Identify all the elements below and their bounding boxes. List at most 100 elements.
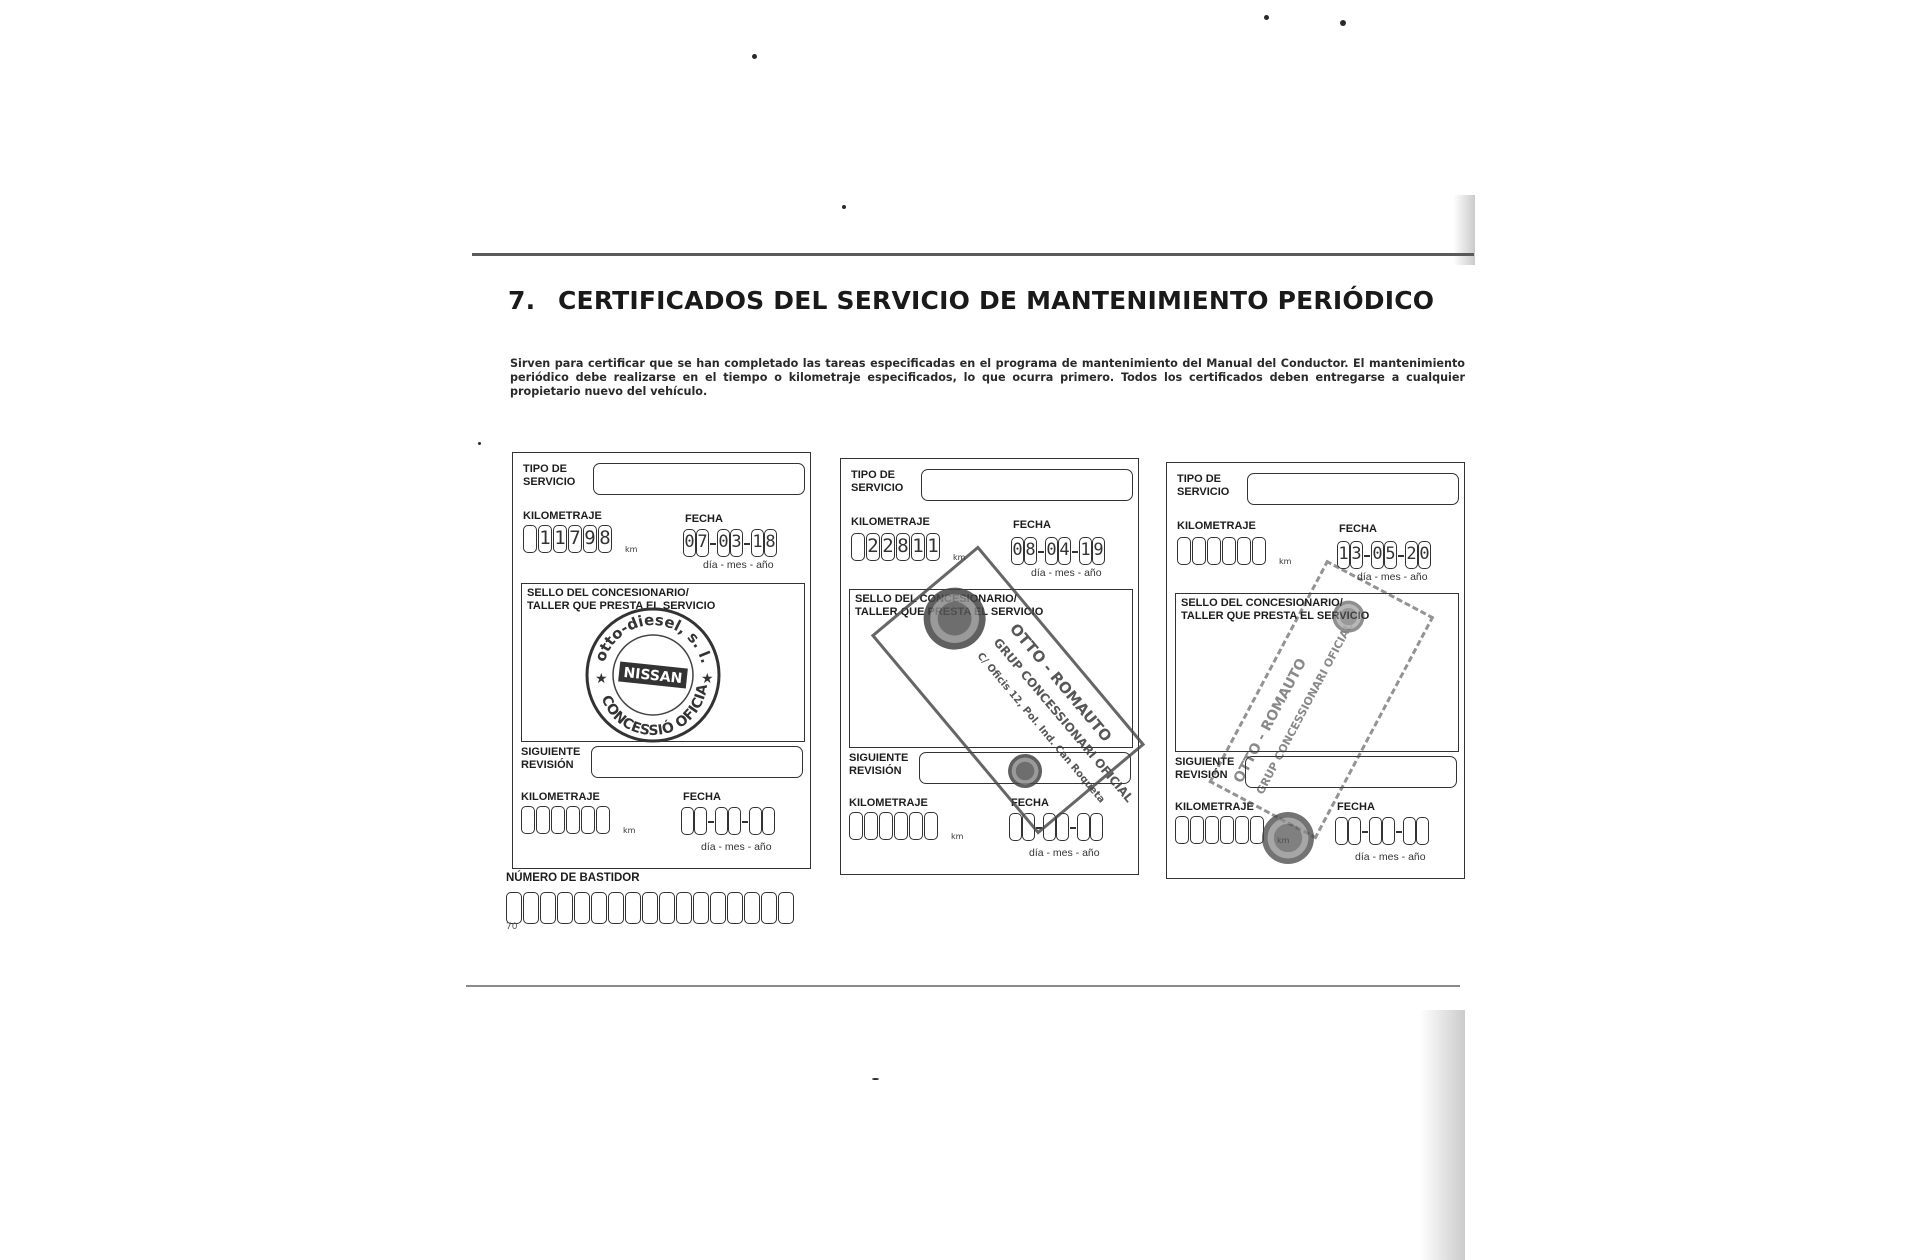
date-digit — [762, 807, 775, 835]
kilometraje-label: KILOMETRAJE — [849, 797, 928, 809]
km-unit: km — [951, 832, 964, 841]
km-digit — [581, 806, 595, 834]
km-digit: 8 — [896, 533, 910, 561]
date-digit: 2 — [1405, 541, 1418, 569]
kilometraje-label: KILOMETRAJE — [523, 510, 602, 522]
dia-mes-ano-caption: día - mes - año — [1357, 571, 1428, 583]
next-fecha-boxes[interactable] — [1009, 813, 1035, 841]
tipo-servicio-field[interactable] — [1247, 473, 1459, 505]
date-separator — [708, 821, 714, 823]
next-fecha-boxes[interactable] — [1369, 817, 1395, 845]
svg-text:otto-diesel, s. l.: otto-diesel, s. l. — [591, 611, 715, 665]
date-digit — [1369, 817, 1382, 845]
date-digit: 0 — [1418, 541, 1431, 569]
date-digit: 0 — [1045, 537, 1058, 565]
sello-label: SELLO DEL CONCESIONARIO/ TALLER QUE PRES… — [527, 587, 716, 612]
vin-digit — [557, 892, 573, 924]
km-digit — [849, 812, 863, 840]
tipo-servicio-field[interactable] — [593, 463, 805, 495]
vin-digit — [744, 892, 760, 924]
tipo-servicio-label: TIPO DE SERVICIO — [523, 463, 576, 488]
intro-paragraph: Sirven para certificar que se han comple… — [510, 357, 1465, 398]
km-digit — [1205, 816, 1219, 844]
stamp-logo-icon — [1262, 812, 1314, 864]
vin-digit — [761, 892, 777, 924]
date-digit: 3 — [730, 529, 743, 557]
kilometraje-digit-boxes[interactable] — [1177, 537, 1266, 565]
next-fecha-boxes[interactable] — [1335, 817, 1361, 845]
numero-bastidor-boxes[interactable] — [506, 892, 794, 924]
siguiente-revision-field[interactable] — [1245, 756, 1457, 788]
vin-digit — [693, 892, 709, 924]
date-digit: 0 — [1011, 537, 1024, 565]
next-fecha-boxes[interactable] — [1403, 817, 1429, 845]
scan-speck — [872, 1078, 879, 1080]
next-kilometraje-digit-boxes[interactable] — [521, 806, 610, 834]
fecha-label: FECHA — [685, 513, 723, 525]
scan-speck — [478, 442, 481, 445]
km-digit — [551, 806, 565, 834]
kilometraje-digit-boxes[interactable]: 2 2 8 1 1 — [851, 533, 940, 561]
dia-mes-ano-caption: día - mes - año — [701, 841, 772, 853]
tipo-servicio-label: TIPO DE SERVICIO — [1177, 473, 1230, 498]
date-digit — [1056, 813, 1069, 841]
km-digit — [521, 806, 535, 834]
vin-digit — [625, 892, 641, 924]
next-fecha-boxes[interactable] — [681, 807, 707, 835]
km-digit — [1237, 537, 1251, 565]
next-kilometraje-digit-boxes[interactable] — [849, 812, 938, 840]
fecha-label: FECHA — [1337, 801, 1375, 813]
scan-speck — [842, 205, 846, 209]
next-fecha-boxes[interactable] — [1077, 813, 1103, 841]
date-digit — [681, 807, 694, 835]
next-fecha-boxes[interactable] — [1043, 813, 1069, 841]
next-fecha-boxes[interactable] — [749, 807, 775, 835]
date-digit — [1077, 813, 1090, 841]
date-digit — [728, 807, 741, 835]
dia-mes-ano-caption: día - mes - año — [1031, 567, 1102, 579]
km-digit — [1177, 537, 1191, 565]
km-digit — [909, 812, 923, 840]
numero-bastidor-label: NÚMERO DE BASTIDOR — [506, 872, 640, 884]
date-digit — [1043, 813, 1056, 841]
date-digit: 1 — [1079, 537, 1092, 565]
date-digit: 8 — [1024, 537, 1037, 565]
fecha-label: FECHA — [1011, 797, 1049, 809]
scan-speck — [752, 54, 757, 59]
siguiente-revision-field[interactable] — [591, 746, 803, 778]
bottom-rule — [466, 985, 1460, 987]
dia-mes-ano-caption: día - mes - año — [1355, 851, 1426, 863]
date-digit: 0 — [717, 529, 730, 557]
vin-digit — [574, 892, 590, 924]
next-fecha-boxes[interactable] — [715, 807, 741, 835]
fecha-label: FECHA — [1339, 523, 1377, 535]
svg-text:★: ★ — [595, 671, 608, 687]
km-digit — [1207, 537, 1221, 565]
date-separator — [1396, 831, 1402, 833]
next-kilometraje-digit-boxes[interactable] — [1175, 816, 1264, 844]
section-title: CERTIFICADOS DEL SERVICIO DE MANTENIMIEN… — [558, 286, 1435, 315]
dia-mes-ano-caption: día - mes - año — [1029, 847, 1100, 859]
kilometraje-digit-boxes[interactable]: 1 1 7 9 8 — [523, 525, 612, 553]
km-digit — [1192, 537, 1206, 565]
service-certificate-card-1: TIPO DE SERVICIO KILOMETRAJE FECHA 1 1 7… — [512, 452, 811, 869]
scan-edge-shadow — [1453, 195, 1475, 265]
tipo-servicio-label: TIPO DE SERVICIO — [851, 469, 904, 494]
date-digit — [1009, 813, 1022, 841]
tipo-servicio-field[interactable] — [921, 469, 1133, 501]
siguiente-revision-label: SIGUIENTE REVISIÓN — [521, 746, 581, 771]
nissan-logo-text: NISSAN — [623, 665, 683, 687]
km-digit: 2 — [866, 533, 880, 561]
date-separator — [742, 821, 748, 823]
date-separator — [1072, 551, 1078, 553]
date-digit: 3 — [1350, 541, 1363, 569]
